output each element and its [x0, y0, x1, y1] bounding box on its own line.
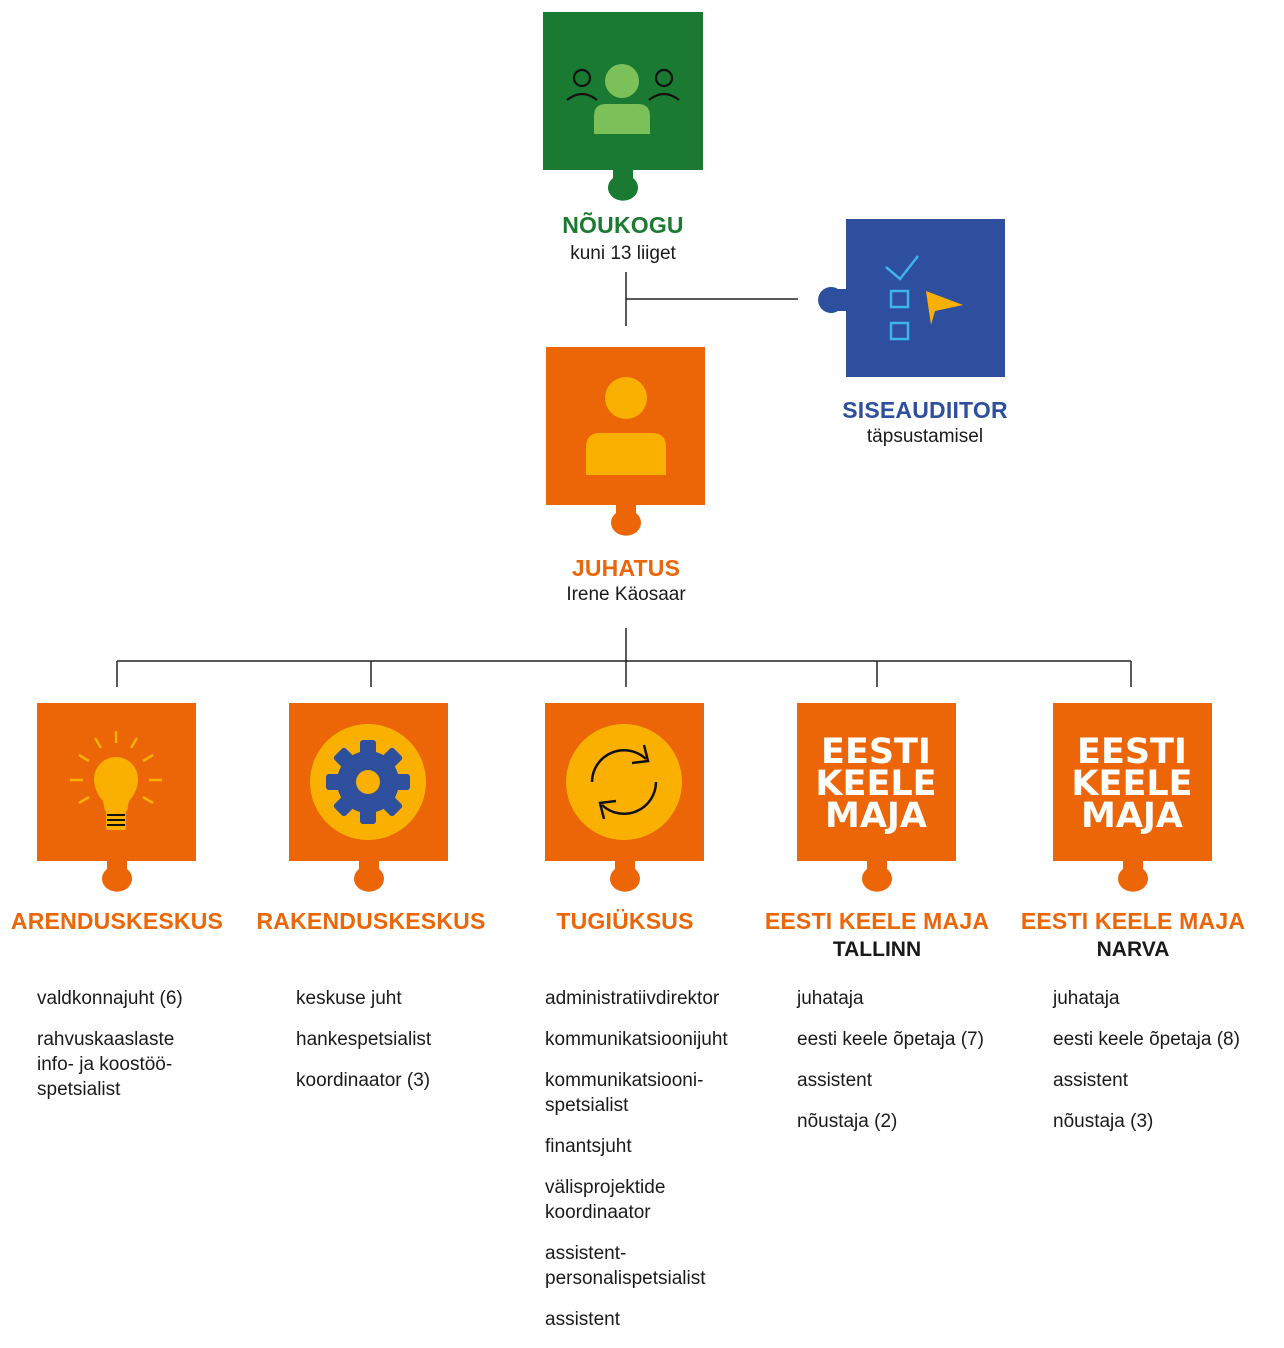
role-item: assistent [1053, 1070, 1128, 1091]
unit-subtitle-ekm-narva: NARVA [1096, 938, 1170, 961]
role-item: valdkonnajuht (6) [37, 988, 183, 1009]
unit-title-ekm-tallinn: EESTI KEELE MAJA [764, 908, 990, 934]
role-item: juhataja [1053, 988, 1120, 1009]
logo-line: MAJA [825, 796, 927, 836]
role-item: assistent [797, 1070, 872, 1091]
logo-line: MAJA [1081, 796, 1183, 836]
eesti-keele-maja-logo: EESTI KEELE MAJA [797, 703, 956, 892]
role-item: administratiivdirektor [545, 988, 720, 1009]
council-title: NÕUKOGU [562, 212, 684, 238]
role-item: kommunikatsiooni- spetsialist [545, 1070, 704, 1116]
unit-tile-ekm-tallinn: EESTI KEELE MAJA [797, 703, 957, 893]
role-list-ekm-tallinn: juhataja eesti keele õpetaja (7) assiste… [797, 986, 984, 1150]
unit-title-tugiuksus: TUGIÜKSUS [556, 908, 694, 934]
gear-icon [289, 703, 448, 892]
board-title: JUHATUS [571, 555, 681, 581]
board-tile [546, 347, 706, 537]
role-item: nõustaja (2) [797, 1111, 898, 1132]
role-list-tugiuksus: administratiivdirektor kommunikatsioonij… [545, 986, 728, 1348]
unit-tile-ekm-narva: EESTI KEELE MAJA [1053, 703, 1213, 893]
role-item: rahvuskaaslaste info- ja koostöö- spetsi… [37, 1029, 175, 1100]
unit-subtitle-ekm-tallinn: TALLINN [832, 938, 922, 961]
unit-title-ekm-narva: EESTI KEELE MAJA [1020, 908, 1246, 934]
unit-title-arenduskeskus: ARENDUSKESKUS [10, 908, 224, 934]
person-icon [546, 347, 705, 536]
refresh-icon [545, 703, 704, 892]
auditor-title: SISEAUDIITOR [842, 397, 1008, 423]
role-item: eesti keele õpetaja (7) [797, 1029, 984, 1050]
council-tile [543, 12, 703, 202]
people-group-icon [543, 12, 703, 201]
role-item: eesti keele õpetaja (8) [1053, 1029, 1240, 1050]
auditor-tile [815, 219, 1005, 377]
council-subtitle: kuni 13 liiget [570, 243, 676, 264]
logo-line: KEELE [1071, 764, 1192, 804]
logo-line: EESTI [821, 732, 931, 772]
role-item: koordinaator (3) [296, 1070, 431, 1091]
role-item: finantsjuht [545, 1136, 632, 1157]
unit-tile-tugiuksus [545, 703, 705, 893]
role-list-ekm-narva: juhataja eesti keele õpetaja (8) assiste… [1053, 986, 1240, 1150]
board-subtitle: Irene Käosaar [566, 584, 686, 605]
role-item: keskuse juht [296, 988, 402, 1009]
checklist-icon [818, 219, 1005, 377]
unit-tile-rakenduskeskus [289, 703, 449, 893]
unit-title-rakenduskeskus: RAKENDUSKESKUS [256, 908, 486, 934]
role-item: välisprojektide koordinaator [545, 1177, 666, 1223]
role-item: kommunikatsioonijuht [545, 1029, 728, 1050]
role-list-arenduskeskus: valdkonnajuht (6) rahvuskaaslaste info- … [37, 986, 183, 1118]
role-item: assistent [545, 1309, 620, 1330]
role-item: nõustaja (3) [1053, 1111, 1154, 1132]
lightbulb-icon [37, 703, 196, 892]
logo-line: KEELE [815, 764, 936, 804]
auditor-subtitle: täpsustamisel [866, 426, 984, 447]
eesti-keele-maja-logo: EESTI KEELE MAJA [1053, 703, 1212, 892]
unit-tile-arenduskeskus [37, 703, 197, 893]
logo-line: EESTI [1077, 732, 1187, 772]
role-list-rakenduskeskus: keskuse juht hankespetsialist koordinaat… [296, 986, 431, 1109]
role-item: hankespetsialist [296, 1029, 432, 1050]
role-item: juhataja [797, 988, 864, 1009]
role-item: assistent- personalispetsialist [545, 1243, 706, 1289]
